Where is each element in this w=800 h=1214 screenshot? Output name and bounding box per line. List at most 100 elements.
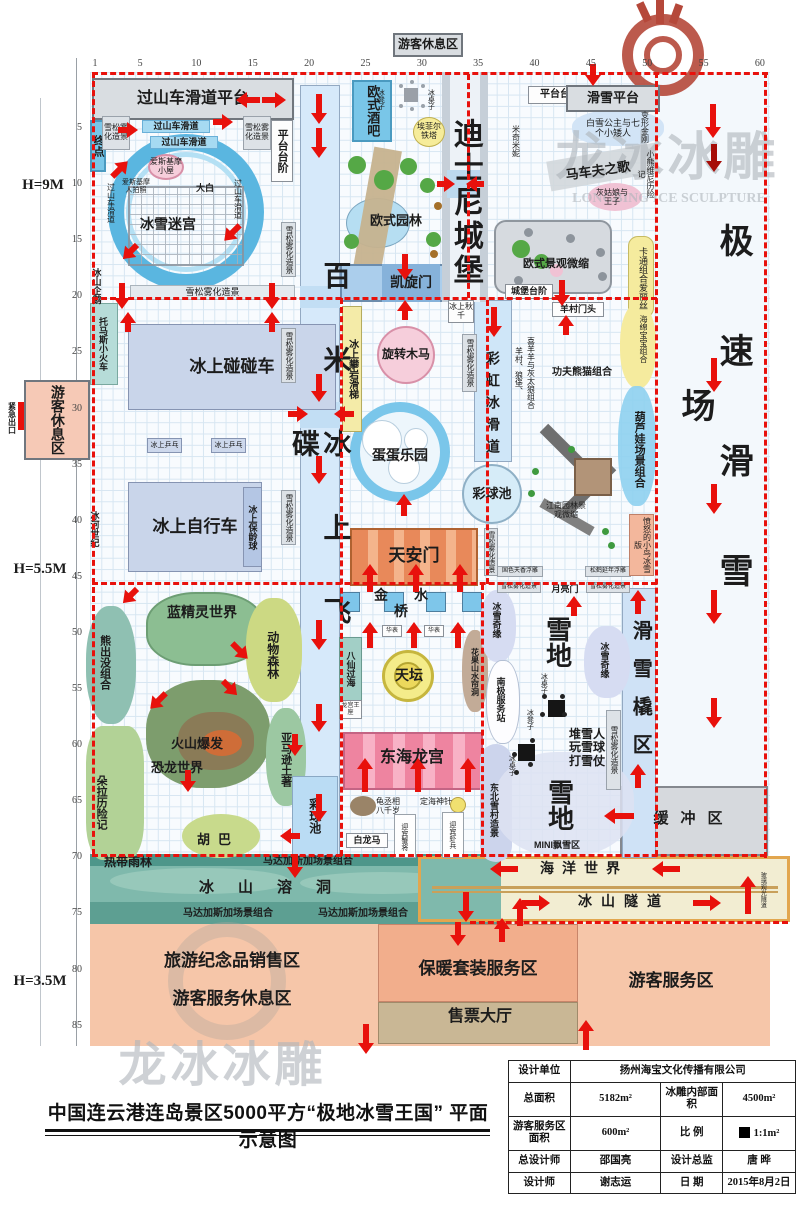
flow-arrow-icon [311, 128, 327, 158]
map-label: 堆雪人玩雪球打雪仗 [568, 726, 605, 768]
map-label: 马达加斯加场景组合 [263, 855, 353, 867]
boundary-dashed-line [92, 854, 766, 857]
label-height-5-5m: H=5.5M [13, 560, 67, 577]
flow-arrow-icon [458, 892, 474, 922]
boundary-dashed-line [92, 297, 657, 300]
map-shape [410, 80, 414, 84]
map-shape [656, 0, 664, 24]
zone-disney-castle: 迪士尼城堡 [448, 118, 482, 288]
map-label: 爱斯基摩小屋 [148, 154, 184, 180]
flow-arrow-icon [358, 1024, 374, 1054]
zone-100m-ice-saucer: 百米冰上飞碟 [289, 261, 352, 681]
info-table-cell: 日 期 [660, 1171, 724, 1195]
flow-arrow-icon [437, 176, 455, 192]
map-shape [399, 84, 403, 88]
map-label: 国色天香浮雕 [497, 566, 543, 577]
ruler-number: 85 [72, 1019, 82, 1031]
flow-arrow-icon [706, 484, 722, 514]
map-shape [530, 738, 535, 743]
map-label: 雪松雾化造景 [462, 334, 477, 392]
flow-arrow-icon [705, 104, 721, 138]
info-table-cell: 冰雕内部面积 [660, 1081, 724, 1117]
zone-tiananmen: 天安门 [388, 546, 440, 566]
flow-arrow-icon [630, 764, 646, 788]
ruler-number: 10 [72, 178, 82, 190]
flow-arrow-icon [652, 861, 680, 877]
map-shape [620, 304, 656, 388]
flow-arrow-icon [604, 808, 634, 824]
flow-arrow-icon [522, 895, 550, 911]
watermark-cn-top: 龙冰冰雕 [555, 129, 780, 187]
flow-arrow-icon [494, 918, 510, 942]
info-table-cell: 4500m² [722, 1081, 796, 1117]
map-label: 羊村门头 [552, 302, 604, 317]
map-label: 南极服务站 [495, 676, 506, 722]
ruler-number: 20 [72, 290, 82, 302]
map-label: 熊出没组合 [98, 634, 111, 690]
map-label: 大白 [195, 182, 214, 193]
ruler-number: 30 [72, 402, 82, 414]
map-shape [494, 220, 612, 294]
map-label: 亚马逊土著 [279, 731, 292, 787]
map-label: 冰凳子 [526, 708, 534, 730]
zone-souvenir-sales: 旅游纪念品销售区 [164, 951, 300, 971]
map-label: 冰桌子 [540, 672, 548, 694]
label-height-9m: H=9M [22, 176, 64, 193]
flow-arrow-icon [357, 758, 373, 792]
map-shape [618, 386, 656, 506]
zone-temple-of-heaven: 天坛 [395, 666, 423, 683]
flow-arrow-icon [264, 312, 280, 332]
zone-ice-bikes: 冰上自行车 [128, 482, 262, 572]
flow-arrow-icon [219, 220, 246, 247]
map-shape [514, 276, 523, 285]
info-table-cell: 邵国亮 [569, 1149, 662, 1173]
zone-emergency-exit: 紧急出口 [7, 402, 17, 434]
ruler-number: 75 [72, 907, 82, 919]
ruler-number: 50 [72, 626, 82, 638]
map-shape [512, 752, 517, 757]
map-shape [608, 542, 615, 549]
map-label: 冰雪奇缘 [491, 602, 502, 638]
ruler-number: 70 [72, 851, 82, 863]
map-shape [348, 156, 366, 174]
flow-arrow-icon [486, 307, 502, 337]
map-shape [596, 248, 605, 257]
map-shape [394, 662, 422, 690]
zone-snow-field-1: 雪地 [542, 616, 573, 668]
boundary-dashed-line [340, 298, 343, 856]
flow-arrow-icon [120, 312, 136, 332]
flow-arrow-icon [740, 876, 756, 914]
map-shape [374, 170, 394, 190]
map-shape [566, 234, 575, 243]
flow-arrow-icon [585, 64, 601, 86]
map-label: 海绵宝宝组合 [638, 315, 648, 363]
ruler-number: 20 [304, 58, 315, 69]
map-shape [18, 402, 28, 430]
boundary-dashed-line [486, 300, 489, 584]
info-table-cell: 600m² [569, 1115, 662, 1151]
boundary-dashed-line [764, 72, 767, 858]
map-label: 马达加斯加场景组合 [183, 907, 273, 919]
ruler-number: 10 [191, 58, 202, 69]
map-label: 火山爆发 [170, 736, 223, 752]
info-table-cell: 总面积 [508, 1081, 571, 1117]
flow-arrow-icon [466, 176, 484, 192]
ruler-number: 60 [754, 58, 765, 69]
map-label: 托马斯小火车 [98, 317, 109, 371]
ruler-number: 40 [72, 514, 82, 526]
plan-title: 中国连云港连岛景区5000平方“极地冰雪王国” 平面示意图 [47, 1103, 489, 1151]
map-label: 华表 [424, 625, 444, 637]
map-label: 雪松雾化造景 [281, 222, 296, 277]
map-label: 灰姑娘与王子 [596, 188, 628, 206]
flow-arrow-icon [450, 622, 466, 648]
flow-arrow-icon [288, 406, 308, 422]
map-shape [528, 490, 535, 497]
ruler-number: 35 [473, 58, 484, 69]
map-shape [528, 762, 533, 767]
map-label: 雪松雾化造景 [281, 490, 296, 545]
zone-bumper-cars: 冰上碰碰车 [128, 324, 336, 410]
ruler-number: 45 [72, 570, 82, 582]
